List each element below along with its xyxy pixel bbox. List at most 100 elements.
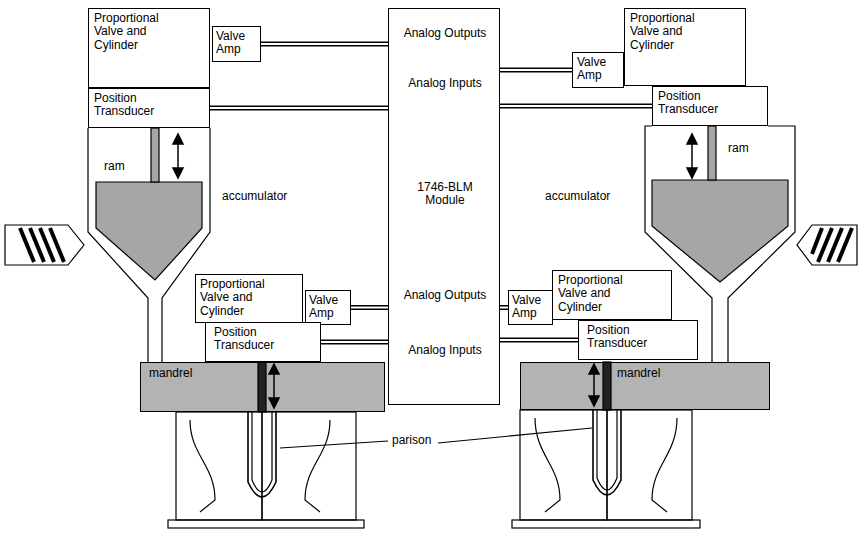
part-label: accumulator [222,190,287,203]
mandrel-band: mandrel [520,362,770,410]
parison-shape [248,412,276,497]
leader-line [438,428,592,443]
mold-cavity [305,420,330,512]
arrow-head [269,364,279,374]
ram-rod [708,126,716,180]
arrow-head [687,168,697,178]
box-label: mandrel [149,367,192,380]
arrow-head [173,168,183,178]
parison-shape [252,412,272,492]
leader-line [280,441,388,448]
wire-outer [351,305,388,310]
position-transducer-box: Position Transducer [205,322,321,362]
double-wire [210,108,388,109]
double-wire [500,307,508,308]
mold-half [520,410,607,520]
io-label: Analog Inputs [403,344,487,357]
position-transducer-box: Position Transducer [578,320,698,360]
mandrel-rod [603,362,611,410]
mandrel-band: mandrel [140,362,385,412]
mold-half [176,412,262,520]
io-label: Analog Inputs [403,77,487,90]
part-label: accumulator [545,190,610,203]
valve-amp-box: Valve Amp [572,52,624,88]
motion-arrow [691,142,693,170]
arrow-head [269,398,279,408]
box-label: Position Transducer [587,324,667,351]
wire-inner [321,341,388,343]
box-label: Position Transducer [94,92,174,119]
double-wire [500,106,652,107]
part-label: ram [104,160,125,173]
box-label: Proportional Valve and Cylinder [558,274,640,314]
io-label: 1746-BLM Module [403,181,487,208]
box-label: Valve Amp [512,294,549,321]
heater-stripe [812,228,822,254]
ram-head [96,182,202,280]
part-label: ram [728,142,749,155]
io-label: Analog Outputs [403,289,487,302]
valve-cylinder-box: Proportional Valve and Cylinder [195,274,303,323]
wire-outer [500,68,572,73]
part-label: parison [392,434,431,447]
wire-inner [351,307,388,309]
valve-amp-box: Valve Amp [305,290,351,325]
wire-inner [500,307,508,309]
wire-inner [500,105,652,107]
box-label: Valve Amp [216,30,256,57]
mold-cavity [190,420,215,512]
box-label: Proportional Valve and Cylinder [94,12,176,52]
heater-band [5,225,84,265]
valve-amp-box: Valve Amp [508,290,553,325]
box-label: Position Transducer [658,90,738,117]
heater-stripe [50,228,64,262]
double-wire [500,70,572,71]
box-label: Proportional Valve and Cylinder [200,278,282,318]
box-label: mandrel [617,367,660,380]
valve-cylinder-box: Proportional Valve and Cylinder [552,270,672,320]
ram-head [652,180,788,282]
motion-arrow [593,372,595,398]
double-wire [321,342,388,343]
plc-module-box: Analog OutputsAnalog Inputs1746-BLM Modu… [388,8,500,405]
parison-shape [597,410,617,490]
wire-outer [500,305,508,310]
valve-amp-box: Valve Amp [212,26,261,62]
position-transducer-box: Position Transducer [88,88,210,128]
heater-stripe [838,228,852,262]
wire-outer [210,106,388,111]
position-transducer-box: Position Transducer [652,86,768,126]
wire-inner [500,339,578,341]
box-label: Position Transducer [214,326,294,353]
wire-outer [321,340,388,345]
mold-base [168,520,364,528]
box-label: Valve Amp [577,56,617,83]
box-label: Valve Amp [309,294,347,321]
box-label: Proportional Valve and Cylinder [630,12,712,52]
mandrel-rod [258,362,266,412]
wire-inner [500,69,572,71]
motion-arrow [177,142,179,170]
heater-band [797,225,857,265]
mold-base [512,520,700,528]
mold-cavity [652,418,677,512]
parison-shape [593,410,621,495]
wire-outer [261,42,388,47]
mandrel-fill [520,362,770,410]
arrow-head [173,134,183,144]
arrow-head [589,364,599,374]
wire-inner [261,43,388,45]
double-wire [261,44,388,45]
motion-arrow [273,372,275,400]
wire-outer [500,104,652,109]
arrow-head [687,134,697,144]
io-label: Analog Outputs [403,27,487,40]
ram-rod [151,128,159,182]
mandrel-fill [140,362,385,412]
double-wire [500,340,578,341]
wire-inner [210,107,388,109]
mold-half [607,410,692,520]
valve-cylinder-box: Proportional Valve and Cylinder [624,8,746,86]
arrow-head [589,396,599,406]
